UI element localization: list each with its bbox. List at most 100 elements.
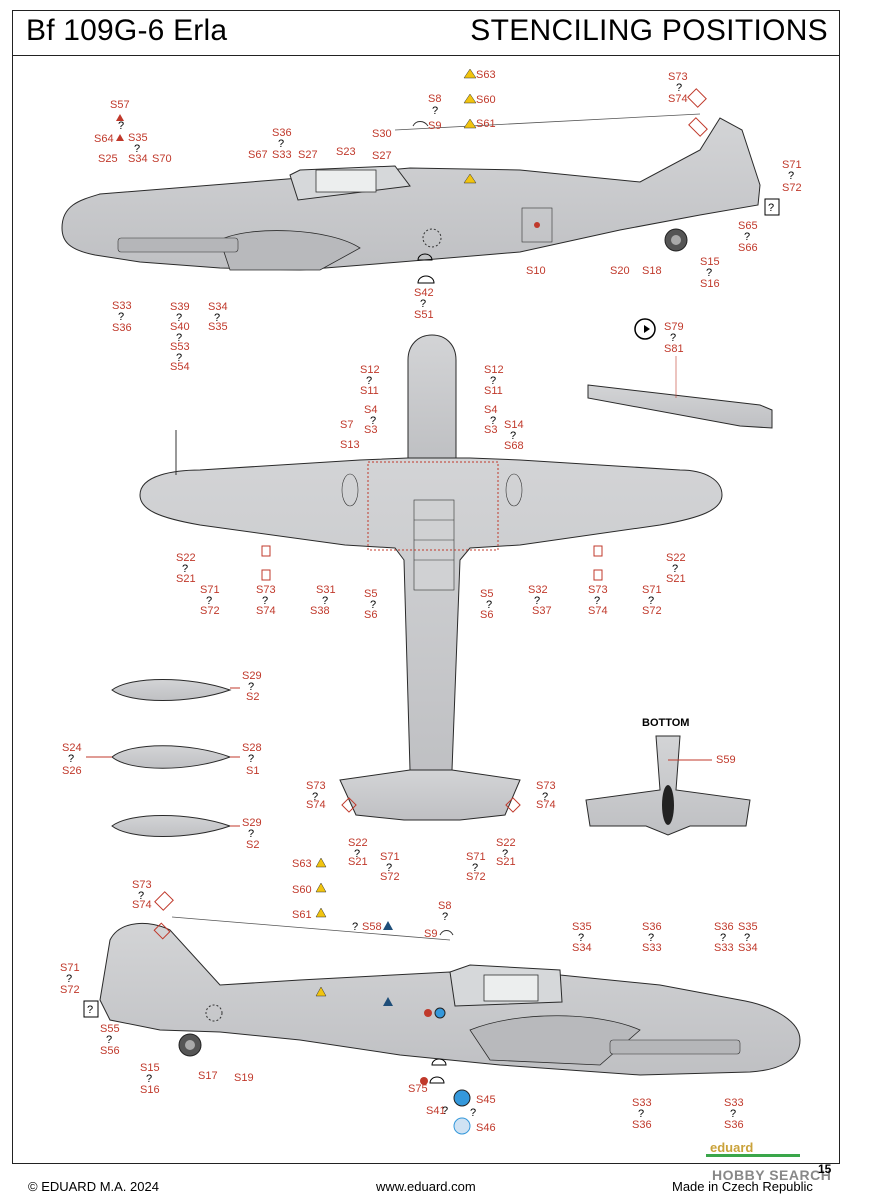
svg-text:S35: S35 (128, 132, 148, 144)
svg-text:?: ? (248, 681, 254, 693)
svg-text:S35: S35 (208, 321, 228, 333)
header-rule (12, 55, 840, 56)
svg-text:S17: S17 (198, 1070, 218, 1082)
website-link[interactable]: www.eduard.com (376, 1179, 476, 1194)
svg-text:?: ? (578, 932, 584, 944)
svg-text:S27: S27 (372, 150, 392, 162)
svg-text:S30: S30 (372, 128, 392, 140)
svg-text:?: ? (66, 973, 72, 985)
svg-text:S73: S73 (132, 879, 152, 891)
svg-text:S3: S3 (364, 424, 377, 436)
svg-text:S35: S35 (738, 921, 758, 933)
svg-text:S11: S11 (484, 385, 503, 397)
svg-text:S16: S16 (700, 278, 720, 290)
svg-text:S71: S71 (60, 962, 80, 974)
svg-text:?: ? (744, 231, 750, 243)
watermark: HOBBY SEARCH (712, 1167, 832, 1183)
right-profile-view: ? (83, 857, 801, 1135)
svg-text:S29: S29 (242, 670, 262, 682)
svg-text:S42: S42 (414, 287, 434, 299)
svg-text:S20: S20 (610, 265, 630, 277)
svg-text:S33: S33 (272, 149, 292, 161)
svg-text:S72: S72 (466, 871, 486, 883)
svg-text:S71: S71 (642, 584, 662, 596)
svg-text:S35: S35 (572, 921, 592, 933)
svg-text:S33: S33 (714, 942, 734, 954)
page-frame (12, 10, 840, 1164)
svg-text:?: ? (248, 753, 254, 765)
svg-text:S33: S33 (642, 942, 662, 954)
svg-text:S36: S36 (714, 921, 734, 933)
svg-text:S74: S74 (536, 799, 556, 811)
svg-text:S27: S27 (298, 149, 318, 161)
svg-text:S36: S36 (724, 1119, 744, 1131)
svg-text:S73: S73 (256, 584, 276, 596)
svg-text:?: ? (420, 298, 426, 310)
svg-text:S28: S28 (242, 742, 262, 754)
svg-text:S75: S75 (408, 1083, 428, 1095)
svg-text:?: ? (370, 415, 376, 427)
svg-text:S55: S55 (100, 1023, 120, 1035)
svg-text:S63: S63 (292, 858, 312, 870)
svg-text:S34: S34 (572, 942, 592, 954)
svg-text:S70: S70 (152, 153, 172, 165)
svg-text:S4: S4 (484, 404, 497, 416)
aircraft-title: Bf 109G-6 Erla (26, 14, 228, 47)
svg-text:S40: S40 (170, 321, 190, 333)
svg-text:S63: S63 (476, 69, 496, 81)
svg-text:S29: S29 (242, 817, 262, 829)
copyright: © EDUARD M.A. 2024 (28, 1179, 159, 1194)
svg-text:S60: S60 (476, 94, 496, 106)
svg-text:S81: S81 (664, 343, 684, 355)
svg-text:S38: S38 (310, 605, 330, 617)
svg-text:?: ? (354, 848, 360, 860)
svg-text:S8: S8 (428, 93, 441, 105)
svg-text:S74: S74 (132, 899, 152, 911)
svg-text:?: ? (366, 375, 372, 387)
svg-text:?: ? (720, 932, 726, 944)
svg-text:S6: S6 (480, 609, 493, 621)
svg-text:S36: S36 (632, 1119, 652, 1131)
left-profile-view: ? (61, 68, 780, 284)
section-title: STENCILING POSITIONS (470, 14, 828, 47)
svg-text:S26: S26 (62, 765, 82, 777)
svg-text:S72: S72 (782, 182, 802, 194)
svg-text:?: ? (386, 862, 392, 874)
svg-text:S72: S72 (642, 605, 662, 617)
svg-text:S8: S8 (438, 900, 451, 912)
svg-text:?: ? (106, 1034, 112, 1046)
svg-text:S15: S15 (700, 256, 720, 268)
svg-text:?: ? (470, 1107, 476, 1119)
svg-text:S67: S67 (248, 149, 268, 161)
svg-text:?: ? (768, 202, 774, 214)
svg-text:?: ? (370, 599, 376, 611)
svg-text:S9: S9 (424, 928, 437, 940)
svg-text:S34: S34 (208, 301, 228, 313)
svg-text:?: ? (138, 890, 144, 902)
svg-text:?: ? (594, 595, 600, 607)
svg-text:S46: S46 (476, 1122, 496, 1134)
svg-text:?: ? (118, 120, 124, 132)
svg-text:S23: S23 (336, 146, 356, 158)
svg-text:S71: S71 (782, 159, 802, 171)
svg-text:S36: S36 (642, 921, 662, 933)
svg-text:S66: S66 (738, 242, 758, 254)
svg-text:S33: S33 (724, 1097, 744, 1109)
svg-text:S2: S2 (246, 839, 259, 851)
svg-text:S36: S36 (112, 322, 132, 334)
svg-text:S21: S21 (176, 573, 196, 585)
svg-text:?: ? (214, 312, 220, 324)
svg-text:S12: S12 (360, 364, 380, 376)
svg-text:S33: S33 (632, 1097, 652, 1109)
eduard-logo: eduard (706, 1140, 800, 1157)
svg-text:S74: S74 (256, 605, 276, 617)
svg-text:S45: S45 (476, 1094, 496, 1106)
svg-text:?: ? (788, 170, 794, 182)
svg-text:?: ? (146, 1073, 152, 1085)
svg-text:?: ? (68, 753, 74, 765)
svg-text:?: ? (542, 791, 548, 803)
svg-text:S61: S61 (476, 118, 496, 130)
svg-text:?: ? (486, 599, 492, 611)
svg-text:S71: S71 (200, 584, 220, 596)
svg-text:S56: S56 (100, 1045, 120, 1057)
